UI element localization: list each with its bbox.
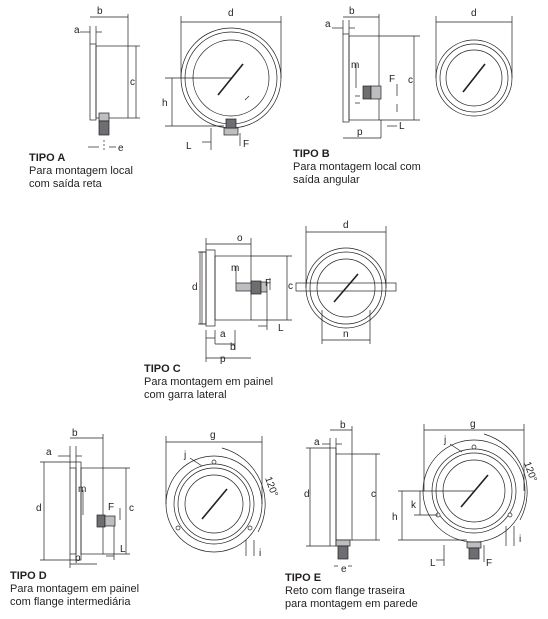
dim-label-d-type-a: d [228, 8, 234, 19]
type-b-side-view [332, 14, 420, 139]
caption-type-b-title: TIPO B [293, 148, 330, 160]
dim-label-c-type-e: c [371, 489, 376, 500]
dim-label-l-type-e: L [430, 558, 436, 569]
dim-label-f-type-e: F [486, 558, 492, 569]
type-e-side-view [306, 426, 380, 567]
dim-label-a-type-e: a [314, 437, 320, 448]
dim-label-p-type-d: p [75, 553, 81, 564]
dim-label-a-type-c: a [220, 329, 226, 340]
dim-label-a-type-b: a [325, 19, 331, 30]
dim-label-b-type-e: b [340, 420, 346, 431]
dim-label-d-type-c: d [192, 282, 198, 293]
caption-type-b-desc1: Para montagem local com [293, 161, 421, 173]
caption-type-c-desc2: com garra lateral [144, 389, 227, 401]
dim-label-g-type-e: g [470, 419, 476, 430]
dim-label-f-type-d: F [108, 502, 114, 513]
caption-type-d-title: TIPO D [10, 570, 47, 582]
caption-type-a-desc2: com saída reta [29, 178, 102, 190]
dim-label-f-type-c: F [265, 278, 271, 289]
dim-label-d-type-d: d [36, 503, 42, 514]
dim-label-c-type-a: c [130, 77, 135, 88]
caption-type-b: TIPO B Para montagem local com saída ang… [293, 148, 421, 187]
dim-label-b-type-c: b [230, 342, 236, 353]
dim-label-b-type-b: b [349, 6, 355, 17]
caption-type-c-desc1: Para montagem em painel [144, 376, 274, 388]
dim-label-l-type-d: L [120, 544, 126, 555]
dim-label-m-type-d: m [78, 484, 86, 495]
caption-type-d: TIPO D Para montagem em painel com flang… [10, 570, 139, 609]
type-d-front-view [165, 436, 266, 556]
dim-label-d-type-c-front: d [343, 220, 349, 231]
dim-label-j-type-e: j [443, 435, 446, 446]
type-a-side-view [80, 14, 140, 152]
caption-type-e-desc2: para montagem em parede [285, 598, 418, 610]
dim-label-a-type-a: a [74, 25, 80, 36]
caption-type-e: TIPO E Reto com flange traseira para mon… [285, 572, 418, 611]
dim-label-e-type-a: e [118, 143, 124, 154]
type-c-side-view [198, 238, 292, 362]
caption-type-c-title: TIPO C [144, 363, 181, 375]
dim-label-f-type-b: F [389, 74, 395, 85]
type-c-front-view [295, 226, 397, 344]
caption-type-d-desc2: com flange intermediária [10, 596, 131, 608]
dim-label-n-type-c: n [343, 329, 349, 340]
dim-label-e-type-e: e [341, 564, 347, 575]
dim-label-b-type-d: b [72, 428, 78, 439]
dim-label-d-type-e: d [304, 489, 310, 500]
dim-label-l-type-a: L [186, 141, 192, 152]
dim-label-o-type-c: o [237, 233, 243, 244]
dim-label-i-type-d: i [259, 548, 261, 559]
dim-label-h-type-a: h [162, 98, 168, 109]
dim-label-c-type-c: c [288, 281, 293, 292]
dim-label-m-type-c: m [231, 263, 239, 274]
dim-label-c-type-b: c [408, 75, 413, 86]
type-a-front-view [165, 16, 282, 150]
dim-label-m-type-b: m [351, 60, 359, 71]
dim-label-b-type-a: b [97, 6, 103, 17]
type-e-front-view [398, 424, 528, 566]
dim-label-g-type-d: g [210, 430, 216, 441]
dim-label-p-type-c: p [220, 354, 226, 365]
dim-label-c-type-d: c [129, 503, 134, 514]
dim-label-h-type-e: h [392, 512, 398, 523]
dim-label-a-type-d: a [46, 447, 52, 458]
dim-label-l-type-c: L [278, 323, 284, 334]
caption-type-a-title: TIPO A [29, 152, 66, 164]
caption-type-e-title: TIPO E [285, 572, 322, 584]
dim-label-d-type-b: d [471, 8, 477, 19]
caption-type-d-desc1: Para montagem em painel [10, 583, 140, 595]
dim-label-j-type-d: j [183, 450, 186, 461]
caption-type-b-desc2: saída angular [293, 174, 360, 186]
dim-label-l-type-b: L [399, 121, 405, 132]
caption-type-e-desc1: Reto com flange traseira [285, 585, 405, 597]
dim-label-f-type-a: F [243, 139, 249, 150]
type-b-front-view [435, 16, 513, 117]
caption-type-c: TIPO C Para montagem em painel com garra… [144, 363, 273, 402]
dim-label-p-type-b: p [357, 127, 363, 138]
dim-label-i-type-e: i [519, 534, 521, 545]
type-d-side-view [40, 434, 130, 568]
caption-type-a-desc1: Para montagem local [29, 165, 133, 177]
dim-label-k-type-e: k [411, 500, 417, 511]
caption-type-a: TIPO A Para montagem local com saída ret… [29, 152, 133, 191]
